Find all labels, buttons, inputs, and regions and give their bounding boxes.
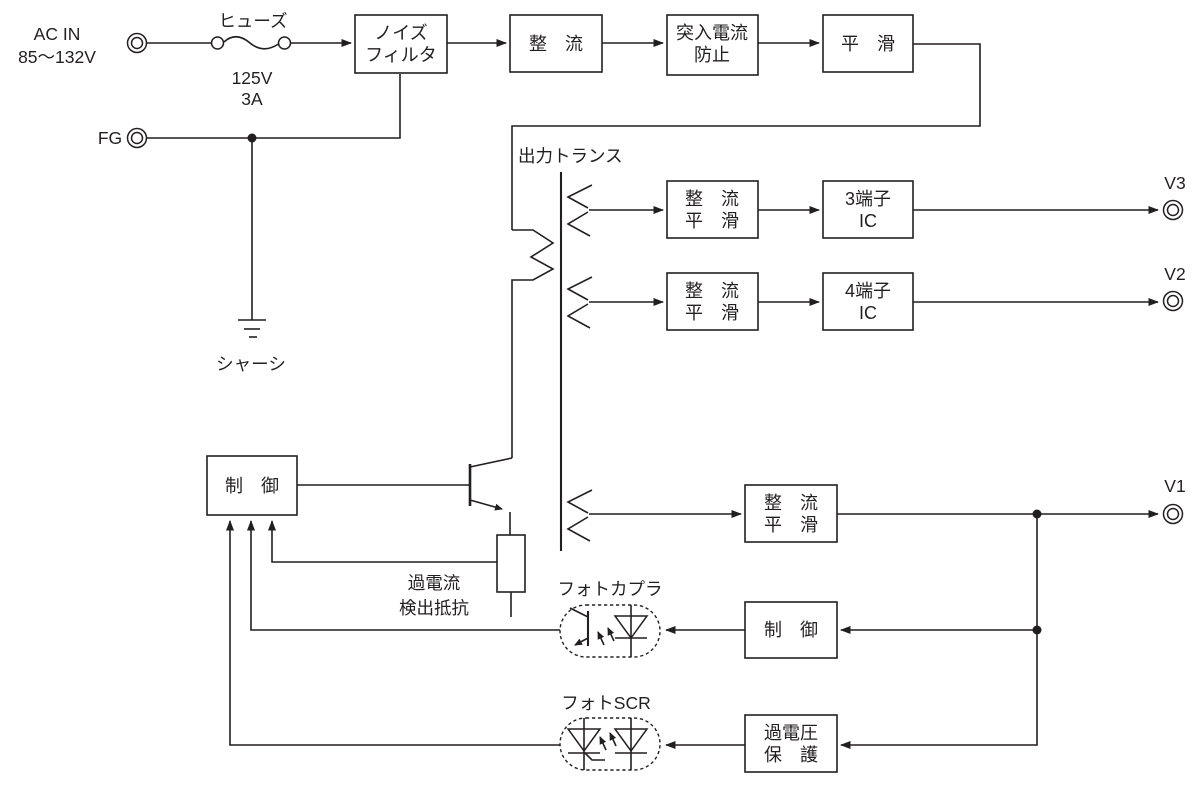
v1-terminal-icon bbox=[1162, 503, 1184, 525]
wire-photocoupler-to-control bbox=[247, 520, 560, 631]
rect-smooth-v3-line2: 平 滑 bbox=[685, 211, 739, 231]
block-inrush-prevention: 突入電流 防止 bbox=[666, 14, 759, 76]
block-ic-3-terminal: 3端子 IC bbox=[822, 180, 914, 239]
wire-smoothing-to-transformer bbox=[511, 43, 981, 230]
photocoupler-label: フォトカプラ bbox=[558, 579, 663, 599]
fuse-voltage-label: 125V bbox=[232, 68, 273, 88]
rect-smooth-v1-line1: 整 流 bbox=[764, 493, 818, 513]
overcurrent-label-line2: 検出抵抗 bbox=[399, 598, 469, 618]
wire-bus-to-overvoltage bbox=[840, 514, 1038, 749]
wire-fg-to-noise-filter bbox=[147, 74, 401, 139]
rect-smooth-v1-line2: 平 滑 bbox=[764, 515, 818, 535]
photo-scr-label: フォトSCR bbox=[561, 693, 650, 713]
v2-label: V2 bbox=[1164, 264, 1185, 284]
overvoltage-line1: 過電圧 bbox=[764, 723, 818, 743]
block-smoothing: 平 滑 bbox=[822, 14, 914, 73]
rect-smooth-v2-line2: 平 滑 bbox=[685, 303, 739, 323]
smoothing-label: 平 滑 bbox=[841, 34, 895, 54]
control-v1-label: 制 御 bbox=[764, 620, 818, 640]
overvoltage-line2: 保 護 bbox=[764, 745, 818, 765]
block-noise-filter: ノイズ フィルタ bbox=[354, 14, 448, 74]
block-control-v1: 制 御 bbox=[744, 601, 838, 659]
inrush-label-line2: 防止 bbox=[694, 45, 730, 65]
wire-resistor-sense-to-control bbox=[268, 520, 497, 563]
chassis-ground-icon bbox=[238, 319, 266, 338]
block-ic-4-terminal: 4端子 IC bbox=[822, 272, 914, 331]
v2-terminal-icon bbox=[1162, 290, 1184, 312]
block-overvoltage-protection: 過電圧 保 護 bbox=[744, 714, 838, 773]
noise-filter-label-line1: ノイズ bbox=[374, 23, 427, 43]
rect-smooth-v2-line1: 整 流 bbox=[685, 281, 739, 301]
control-primary-label: 制 御 bbox=[225, 476, 279, 496]
rectifier-label: 整 流 bbox=[529, 34, 583, 54]
inrush-label-line1: 突入電流 bbox=[676, 23, 748, 43]
block-rectifier: 整 流 bbox=[509, 14, 603, 73]
block-control-primary: 制 御 bbox=[206, 455, 298, 516]
v1-label: V1 bbox=[1164, 476, 1185, 496]
chassis-label: シャーシ bbox=[216, 354, 286, 374]
ic3-line1: 3端子 bbox=[845, 189, 891, 209]
photocoupler-icon bbox=[559, 604, 661, 658]
transformer-secondary-v2 bbox=[566, 276, 593, 329]
transformer-secondary-v3 bbox=[566, 184, 593, 237]
ac-input-terminal-icon bbox=[126, 32, 148, 54]
transformer-primary-winding bbox=[511, 229, 555, 458]
v3-label: V3 bbox=[1164, 173, 1185, 193]
ic3-line2: IC bbox=[859, 211, 877, 231]
switching-transistor-icon bbox=[468, 457, 513, 535]
noise-filter-label-line2: フィルタ bbox=[365, 45, 437, 65]
rect-smooth-v3-line1: 整 流 bbox=[685, 189, 739, 209]
ac-in-label: AC IN bbox=[34, 24, 81, 44]
fg-label: FG bbox=[98, 128, 122, 148]
overcurrent-resistor-icon bbox=[496, 534, 526, 617]
fuse-label: ヒューズ bbox=[218, 11, 287, 31]
fg-terminal-icon bbox=[126, 127, 148, 149]
block-rect-smooth-v2: 整 流 平 滑 bbox=[666, 272, 759, 331]
overcurrent-label-line1: 過電流 bbox=[408, 573, 461, 593]
transformer-secondary-v1 bbox=[566, 489, 593, 542]
fuse-icon bbox=[147, 35, 292, 50]
ic4-line1: 4端子 bbox=[845, 281, 891, 301]
transformer-icon bbox=[511, 172, 593, 551]
fuse-current-label: 3A bbox=[241, 89, 263, 109]
block-rect-smooth-v1: 整 流 平 滑 bbox=[744, 484, 838, 543]
ac-in-range-label: 85〜132V bbox=[18, 47, 96, 67]
wire-photo-scr-to-control bbox=[226, 520, 560, 746]
block-rect-smooth-v3: 整 流 平 滑 bbox=[666, 180, 759, 239]
output-transformer-label: 出力トランス bbox=[518, 146, 623, 166]
ic4-line2: IC bbox=[859, 303, 877, 323]
v3-terminal-icon bbox=[1162, 199, 1184, 221]
photo-scr-icon bbox=[559, 717, 661, 771]
